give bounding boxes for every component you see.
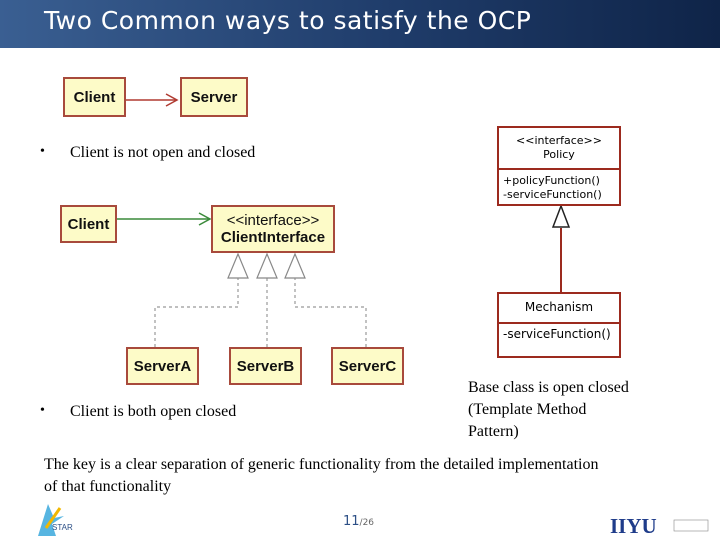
mechanism-method-1: -serviceFunction(): [503, 327, 611, 341]
page-number: 11/26: [343, 514, 374, 529]
client-server-arrowhead: [165, 93, 179, 107]
conclusion-text: The key is a clear separation of generic…: [44, 454, 704, 498]
policy-method-1: +policyFunction(): [503, 174, 600, 187]
conclusion-line-2: of that functionality: [44, 478, 172, 495]
client-interface-arrowhead: [198, 212, 212, 226]
mechanism-box: Mechanism -serviceFunction(): [497, 292, 621, 358]
bullet-1-marker: •: [40, 144, 45, 159]
client-interface-stereotype: <<interface>>: [226, 212, 320, 229]
policy-header: <<interface>> Policy: [499, 128, 619, 170]
realization-arrowheads: [227, 252, 306, 279]
note-line-2: (Template Method: [468, 401, 587, 418]
server-c-label: ServerC: [338, 357, 397, 375]
server-b-box: ServerB: [229, 347, 302, 385]
client-label-1: Client: [73, 88, 116, 106]
client-interface-box: <<interface>> ClientInterface: [211, 205, 335, 253]
bullet-2: • Client is both open closed: [40, 403, 237, 421]
bullet-1: • Client is not open and closed: [40, 144, 256, 162]
template-method-note: Base class is open closed (Template Meth…: [468, 377, 629, 443]
client-label-2: Client: [67, 215, 110, 233]
page-current: 11: [343, 514, 360, 529]
server-a-label: ServerA: [133, 357, 192, 375]
server-c-box: ServerC: [331, 347, 404, 385]
client-box-1: Client: [63, 77, 126, 117]
client-box-2: Client: [60, 205, 117, 243]
star-logo-text: STAR: [52, 523, 73, 532]
iiyu-logo-icon: IIYU: [610, 514, 709, 538]
server-label: Server: [190, 88, 238, 106]
realization-arrows: [154, 278, 367, 347]
server-box: Server: [180, 77, 248, 117]
policy-methods: +policyFunction() -serviceFunction(): [503, 174, 617, 202]
policy-box: <<interface>> Policy +policyFunction() -…: [497, 126, 621, 206]
bullet-1-text: Client is not open and closed: [70, 144, 256, 161]
conclusion-line-1: The key is a clear separation of generic…: [44, 456, 599, 473]
iiyu-logo-text: IIYU: [610, 514, 657, 536]
server-a-box: ServerA: [126, 347, 199, 385]
mechanism-policy-arrowhead: [551, 203, 571, 228]
note-line-3: Pattern): [468, 423, 519, 440]
policy-method-2: -serviceFunction(): [503, 188, 602, 201]
policy-stereotype: <<interface>>: [516, 134, 602, 147]
mechanism-name: Mechanism: [524, 300, 594, 314]
title-bar: Two Common ways to satisfy the OCP: [0, 0, 720, 48]
star-logo: STAR: [30, 498, 90, 538]
server-b-label: ServerB: [236, 357, 295, 375]
bullet-2-marker: •: [40, 403, 45, 418]
page-total: /26: [359, 518, 375, 528]
slide-title: Two Common ways to satisfy the OCP: [44, 6, 532, 35]
mechanism-methods: -serviceFunction(): [503, 327, 617, 341]
star-logo-icon: STAR: [38, 504, 73, 536]
client-interface-name: ClientInterface: [220, 229, 326, 246]
mechanism-header: Mechanism: [499, 294, 619, 324]
note-line-1: Base class is open closed: [468, 379, 629, 396]
iiyu-logo: IIYU: [608, 514, 712, 538]
bullet-2-text: Client is both open closed: [70, 403, 237, 420]
policy-name: Policy: [543, 148, 575, 161]
